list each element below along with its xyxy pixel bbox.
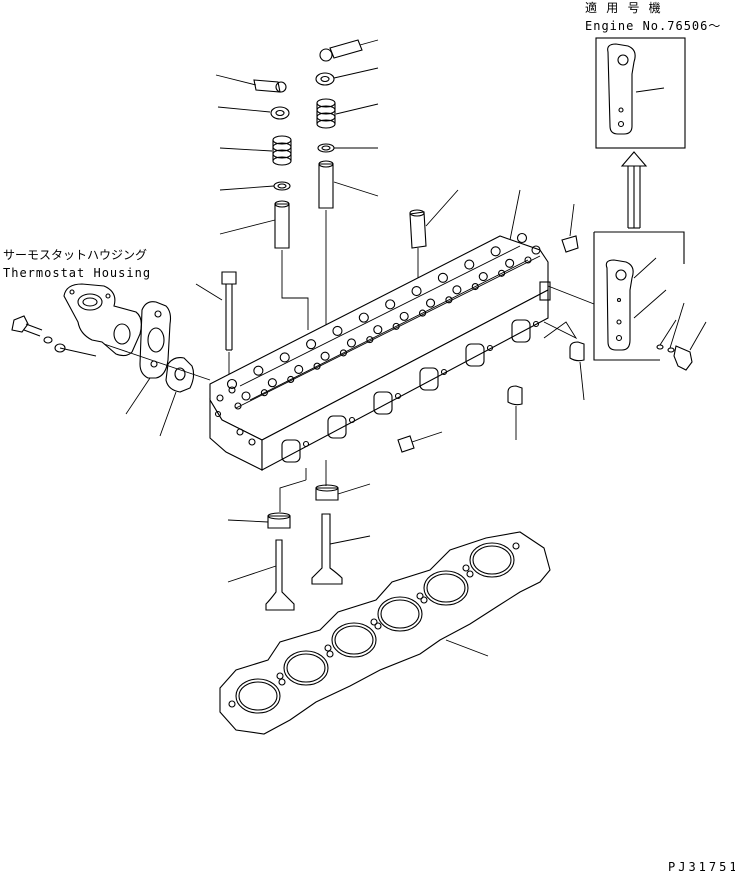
cylinder-head <box>209 232 551 471</box>
drawing-code: PJ31751 <box>668 860 735 874</box>
valve-train-parts <box>215 39 459 340</box>
head-bolt <box>195 271 237 380</box>
valves <box>227 460 371 611</box>
plug <box>561 203 579 253</box>
side-plugs <box>397 321 585 453</box>
engine-number-label: Engine No.76506〜 <box>585 19 722 33</box>
bracket-new-box <box>595 37 686 149</box>
thermostat-housing-label-jp: サーモスタットハウジング <box>3 248 148 262</box>
thermostat-housing-assembly <box>11 283 211 437</box>
thermostat-housing-label-en: Thermostat Housing <box>3 266 152 280</box>
head-gasket <box>219 531 551 735</box>
bracket-old-box <box>547 231 707 371</box>
up-arrow-icon <box>620 151 648 229</box>
applicability-label: 適 用 号 機 <box>585 1 662 15</box>
